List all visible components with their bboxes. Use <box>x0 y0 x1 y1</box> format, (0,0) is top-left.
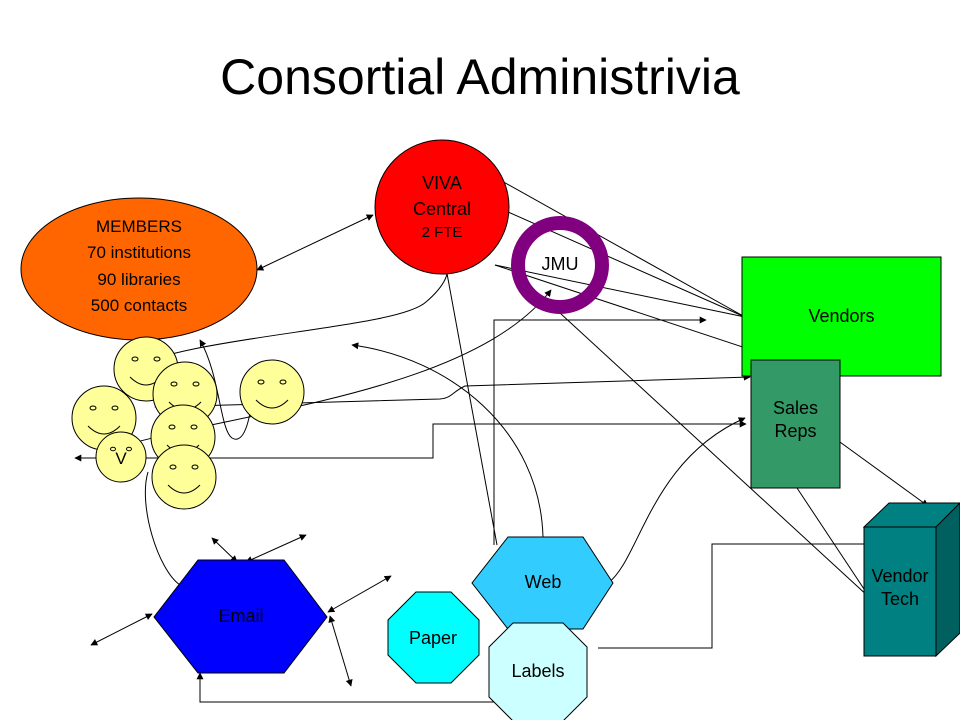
web-label: Web <box>524 572 562 592</box>
labels-label: Labels <box>511 661 565 681</box>
email-spoke-3 <box>327 575 392 613</box>
members-label-line4: 500 contacts <box>90 296 188 316</box>
smiley-face-icon <box>151 444 217 510</box>
smiley-face-icon <box>239 359 305 425</box>
viva-central-circle <box>374 139 510 275</box>
sales-reps-label-line1: Sales <box>772 398 819 418</box>
viva-to-vendors-line <box>499 179 746 318</box>
paper-octagon <box>387 591 480 684</box>
jmu-ring <box>511 216 609 314</box>
viva-label-line1: VIVA <box>422 173 462 193</box>
vendor-tech-label-line2: Tech <box>880 589 920 610</box>
vendor-tech-label: Vendor Tech <box>850 565 950 612</box>
web-to-viva-arrow <box>443 267 498 546</box>
members-label: MEMBERS 70 institutions 90 libraries 500… <box>39 214 239 319</box>
member-faces <box>71 336 305 510</box>
email-spoke-1 <box>211 537 238 563</box>
vendor-tech-box <box>862 502 960 658</box>
email-spoke-5 <box>90 613 153 646</box>
faces-to-sales-arrow <box>74 420 747 462</box>
smiley-face-icon-small <box>95 431 147 483</box>
viva-label: VIVA Central 2 FTE <box>392 170 492 244</box>
web-hexagon <box>471 536 614 630</box>
slide-title: Consortial Administrivia <box>220 49 740 105</box>
face-circle <box>95 431 147 483</box>
sales-to-faces-arrow <box>154 373 751 411</box>
paper-label: Paper <box>408 628 458 648</box>
faces-to-viva-curve <box>121 261 453 373</box>
face-v-label: V <box>115 449 127 468</box>
vendors-label: Vendors <box>808 306 875 326</box>
email-label: Email <box>218 606 264 626</box>
labels-to-vendortech-line <box>598 543 876 649</box>
members-loop-curve <box>199 339 253 440</box>
members-label-line1: MEMBERS <box>96 217 182 236</box>
sales-to-vendortech-line <box>796 487 871 599</box>
jmu-label: JMU <box>541 254 579 274</box>
email-hexagon <box>153 559 328 674</box>
vendors-to-vendortech-arrow <box>832 436 929 507</box>
members-label-line3: 90 libraries <box>97 269 181 289</box>
face-to-email-curve <box>144 471 181 586</box>
vendor-tech-front <box>863 526 937 657</box>
face-circle <box>151 444 217 510</box>
face-circle <box>239 359 305 425</box>
sales-reps-label-line2: Reps <box>774 421 817 442</box>
viva-label-line2: Central <box>412 199 472 220</box>
viva-to-vendors-line-3 <box>494 264 746 318</box>
web-to-sales-curve <box>607 417 746 584</box>
labels-to-email-arrow <box>196 672 498 703</box>
email-spoke-2 <box>245 534 307 563</box>
sales-reps-label: Sales Reps <box>751 397 840 444</box>
sales-reps-box <box>750 359 841 489</box>
viva-label-line3: 2 FTE <box>421 224 463 242</box>
web-to-vendors-arrow <box>493 316 707 545</box>
email-spoke-4 <box>328 615 353 687</box>
vendors-box <box>741 256 942 377</box>
members-label-line2: 70 institutions <box>87 243 191 263</box>
vendor-tech-label-line1: Vendor <box>871 566 929 586</box>
web-to-viva-curve <box>351 342 544 538</box>
members-viva-arrow <box>256 214 374 271</box>
